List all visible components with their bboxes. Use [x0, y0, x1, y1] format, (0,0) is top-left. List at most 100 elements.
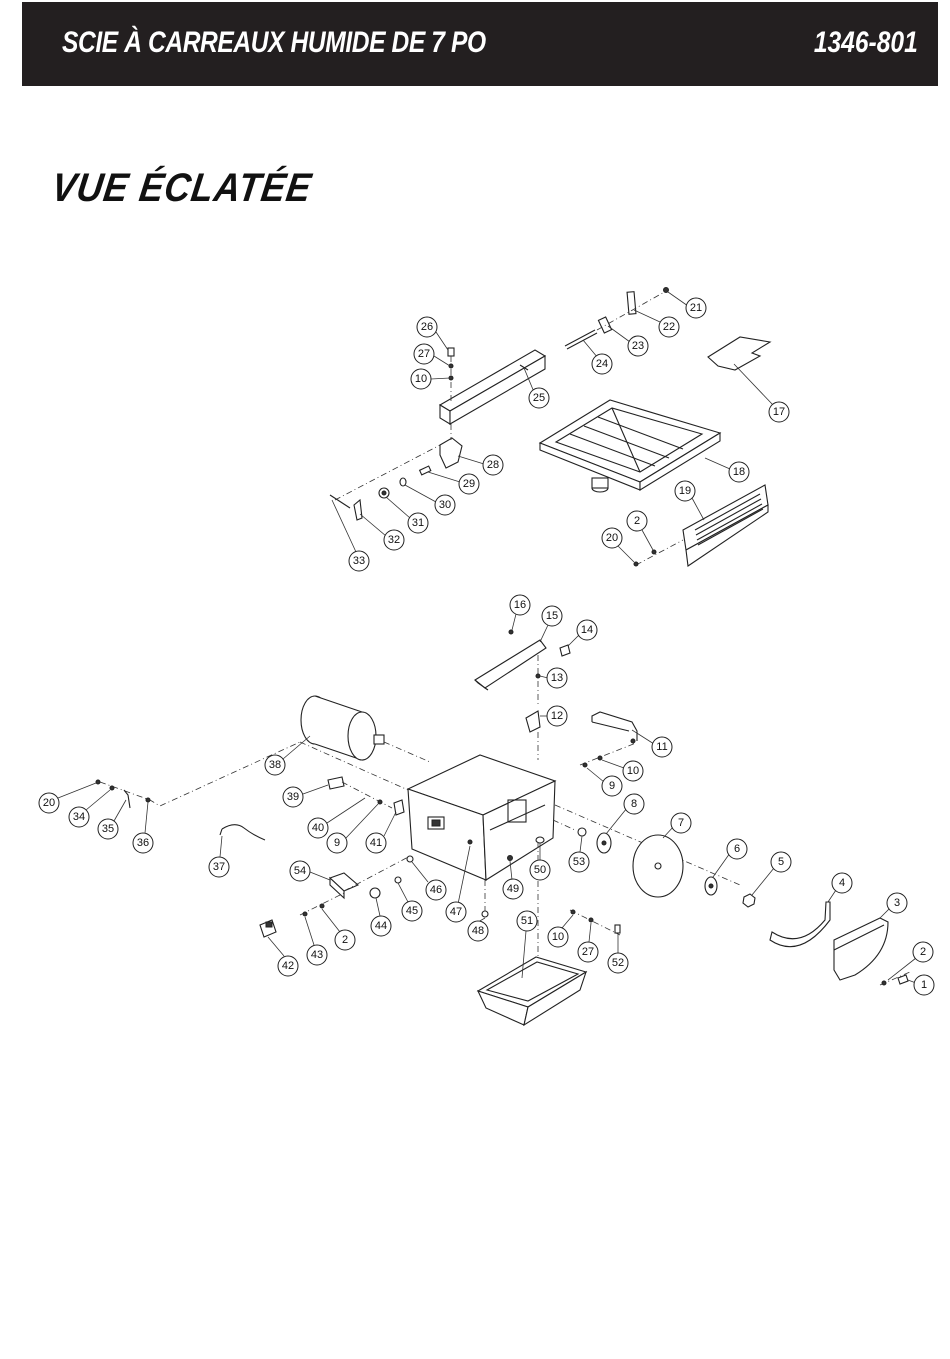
callout-46: 46	[426, 880, 446, 900]
svg-text:2: 2	[634, 515, 640, 527]
svg-text:6: 6	[734, 843, 740, 855]
svg-text:36: 36	[137, 837, 149, 849]
svg-text:12: 12	[551, 710, 563, 722]
callout-37: 37	[209, 857, 229, 877]
callout-45: 45	[402, 901, 422, 921]
callout-4: 4	[832, 873, 852, 893]
callout-9-right: 9	[602, 776, 622, 796]
callout-30: 30	[435, 495, 455, 515]
callout-17: 17	[769, 402, 789, 422]
svg-text:1: 1	[921, 979, 927, 991]
callout-9-left: 9	[327, 833, 347, 853]
svg-text:29: 29	[463, 478, 475, 490]
svg-text:13: 13	[551, 672, 563, 684]
svg-text:19: 19	[679, 485, 691, 497]
svg-text:9: 9	[334, 837, 340, 849]
svg-text:41: 41	[370, 837, 382, 849]
callout-20-top: 20	[602, 528, 622, 548]
svg-text:35: 35	[102, 823, 114, 835]
callout-33: 33	[349, 551, 369, 571]
callout-22: 22	[659, 317, 679, 337]
svg-text:51: 51	[521, 915, 533, 927]
svg-text:2: 2	[342, 934, 348, 946]
svg-text:42: 42	[282, 960, 294, 972]
callout-36: 36	[133, 833, 153, 853]
callout-3: 3	[887, 893, 907, 913]
callout-23: 23	[628, 336, 648, 356]
callout-2-left: 2	[335, 930, 355, 950]
svg-text:50: 50	[534, 864, 546, 876]
callout-21: 21	[686, 298, 706, 318]
callout-38: 38	[265, 755, 285, 775]
svg-text:11: 11	[656, 741, 667, 753]
callout-18: 18	[729, 462, 749, 482]
svg-text:45: 45	[406, 905, 418, 917]
svg-text:25: 25	[533, 392, 545, 404]
svg-text:10: 10	[552, 931, 564, 943]
callout-15: 15	[542, 606, 562, 626]
svg-text:24: 24	[596, 358, 608, 370]
svg-text:16: 16	[514, 599, 526, 611]
svg-text:20: 20	[43, 797, 55, 809]
callout-47: 47	[446, 902, 466, 922]
callout-10-mid: 10	[623, 761, 643, 781]
callout-1: 1	[914, 975, 934, 995]
callout-14: 14	[577, 620, 597, 640]
svg-text:47: 47	[450, 906, 462, 918]
svg-text:10: 10	[415, 373, 427, 385]
callout-25: 25	[529, 388, 549, 408]
svg-text:33: 33	[353, 555, 365, 567]
svg-text:22: 22	[663, 321, 675, 333]
callout-49: 49	[503, 879, 523, 899]
svg-text:18: 18	[733, 466, 745, 478]
svg-text:31: 31	[412, 517, 424, 529]
callout-44: 44	[371, 916, 391, 936]
callout-10-bottom: 10	[548, 927, 568, 947]
svg-text:7: 7	[678, 817, 684, 829]
callout-42: 42	[278, 956, 298, 976]
svg-text:38: 38	[269, 759, 281, 771]
callout-24: 24	[592, 354, 612, 374]
svg-text:2: 2	[920, 946, 926, 958]
svg-text:23: 23	[632, 340, 644, 352]
svg-text:34: 34	[73, 811, 85, 823]
svg-text:28: 28	[487, 459, 499, 471]
callout-51: 51	[517, 911, 537, 931]
svg-text:39: 39	[287, 791, 299, 803]
callout-54: 54	[290, 861, 310, 881]
callout-2-top: 2	[627, 511, 647, 531]
svg-text:49: 49	[507, 883, 519, 895]
callout-27-bottom: 27	[578, 942, 598, 962]
callout-12: 12	[547, 706, 567, 726]
svg-text:3: 3	[894, 897, 900, 909]
callout-6: 6	[727, 839, 747, 859]
svg-text:43: 43	[311, 949, 323, 961]
callout-41: 41	[366, 833, 386, 853]
svg-text:27: 27	[582, 946, 594, 958]
svg-text:48: 48	[472, 925, 484, 937]
svg-text:54: 54	[294, 865, 306, 877]
callout-52: 52	[608, 953, 628, 973]
svg-text:9: 9	[609, 780, 615, 792]
svg-text:5: 5	[778, 856, 784, 868]
svg-text:37: 37	[213, 861, 225, 873]
callout-10: 10	[411, 369, 431, 389]
callout-39: 39	[283, 787, 303, 807]
callout-27: 27	[414, 344, 434, 364]
svg-text:26: 26	[421, 321, 433, 333]
callout-7: 7	[671, 813, 691, 833]
svg-text:52: 52	[612, 957, 624, 969]
callout-35: 35	[98, 819, 118, 839]
svg-text:21: 21	[690, 302, 702, 314]
callout-53: 53	[569, 852, 589, 872]
svg-text:8: 8	[631, 798, 637, 810]
callout-16: 16	[510, 595, 530, 615]
callout-5: 5	[771, 852, 791, 872]
callout-20-left: 20	[39, 793, 59, 813]
callout-32: 32	[384, 530, 404, 550]
saw-body-assembly	[96, 630, 910, 1025]
callout-29: 29	[459, 474, 479, 494]
callout-13: 13	[547, 668, 567, 688]
svg-text:53: 53	[573, 856, 585, 868]
